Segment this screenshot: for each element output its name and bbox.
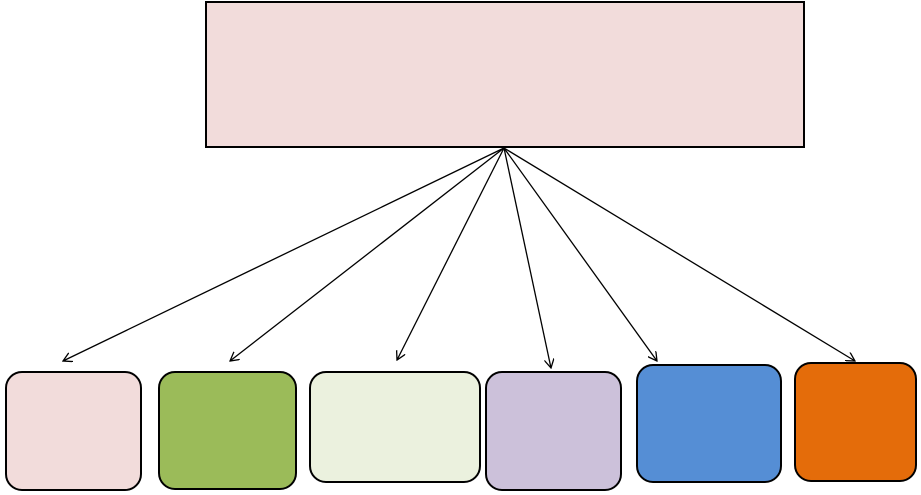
connector-4 bbox=[503, 147, 551, 368]
connector-5 bbox=[503, 147, 657, 361]
child-node-box bbox=[794, 362, 917, 482]
root-node-box bbox=[205, 1, 805, 148]
child-node-box bbox=[158, 371, 297, 490]
child-node-box bbox=[636, 364, 782, 483]
connector-2 bbox=[230, 147, 505, 361]
child-node-box bbox=[485, 371, 622, 491]
child-node-5 bbox=[636, 364, 782, 483]
connectors bbox=[63, 147, 855, 368]
root-node bbox=[205, 1, 805, 148]
child-node-box bbox=[309, 371, 481, 483]
connector-3 bbox=[397, 147, 505, 360]
connector-6 bbox=[503, 147, 855, 361]
child-node-6 bbox=[794, 362, 917, 482]
connector-1 bbox=[63, 147, 505, 361]
child-node-4 bbox=[485, 371, 622, 491]
child-node-1 bbox=[5, 371, 142, 491]
child-node-3 bbox=[309, 371, 481, 483]
child-node-box bbox=[5, 371, 142, 491]
child-node-2 bbox=[158, 371, 297, 490]
